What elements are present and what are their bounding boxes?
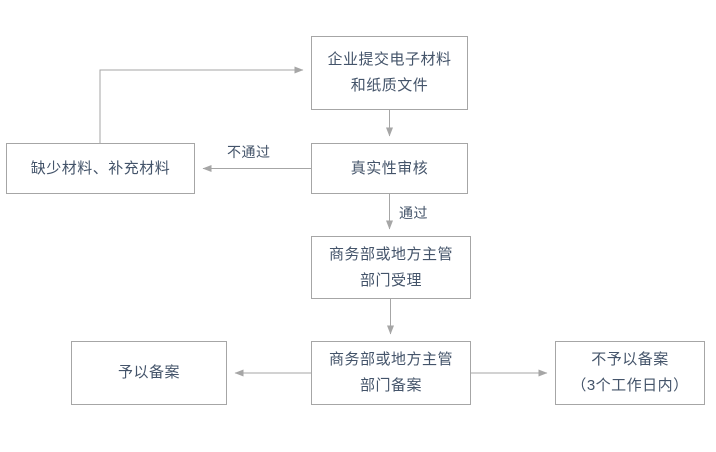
node-filing-approved[interactable]: 予以备案 [71,341,227,405]
node-submit-materials-line-1: 企业提交电子材料 [327,51,452,68]
edge-label-pass: 通过 [396,205,431,221]
node-submit-materials[interactable]: 企业提交电子材料 和纸质文件 [311,36,468,110]
connector-supplement-to-submit [99,66,304,143]
node-filing-rejected[interactable]: 不予以备案 （3个工作日内） [555,341,705,405]
node-department-acceptance-line-1: 商务部或地方主管 [328,245,453,263]
node-department-filing-line-2: 部门备案 [359,377,422,394]
node-authenticity-review-line-1: 真实性审核 [350,159,429,177]
node-supplement-materials-line-1: 缺少材料、补充材料 [30,159,171,177]
node-department-acceptance[interactable]: 商务部或地方主管 部门受理 [311,236,471,299]
node-submit-materials-line-2: 和纸质文件 [350,77,429,94]
node-filing-rejected-line-1: 不予以备案 [591,351,669,368]
node-filing-rejected-line-2: （3个工作日内） [571,377,689,394]
node-supplement-materials[interactable]: 缺少材料、补充材料 [6,143,195,194]
node-authenticity-review[interactable]: 真实性审核 [311,143,468,194]
node-department-filing[interactable]: 商务部或地方主管 部门备案 [311,341,471,405]
node-department-filing-line-1: 商务部或地方主管 [328,351,453,368]
node-filing-approved-line-1: 予以备案 [117,364,180,381]
node-department-acceptance-line-2: 部门受理 [359,271,422,289]
edge-label-fail: 不通过 [224,144,274,160]
